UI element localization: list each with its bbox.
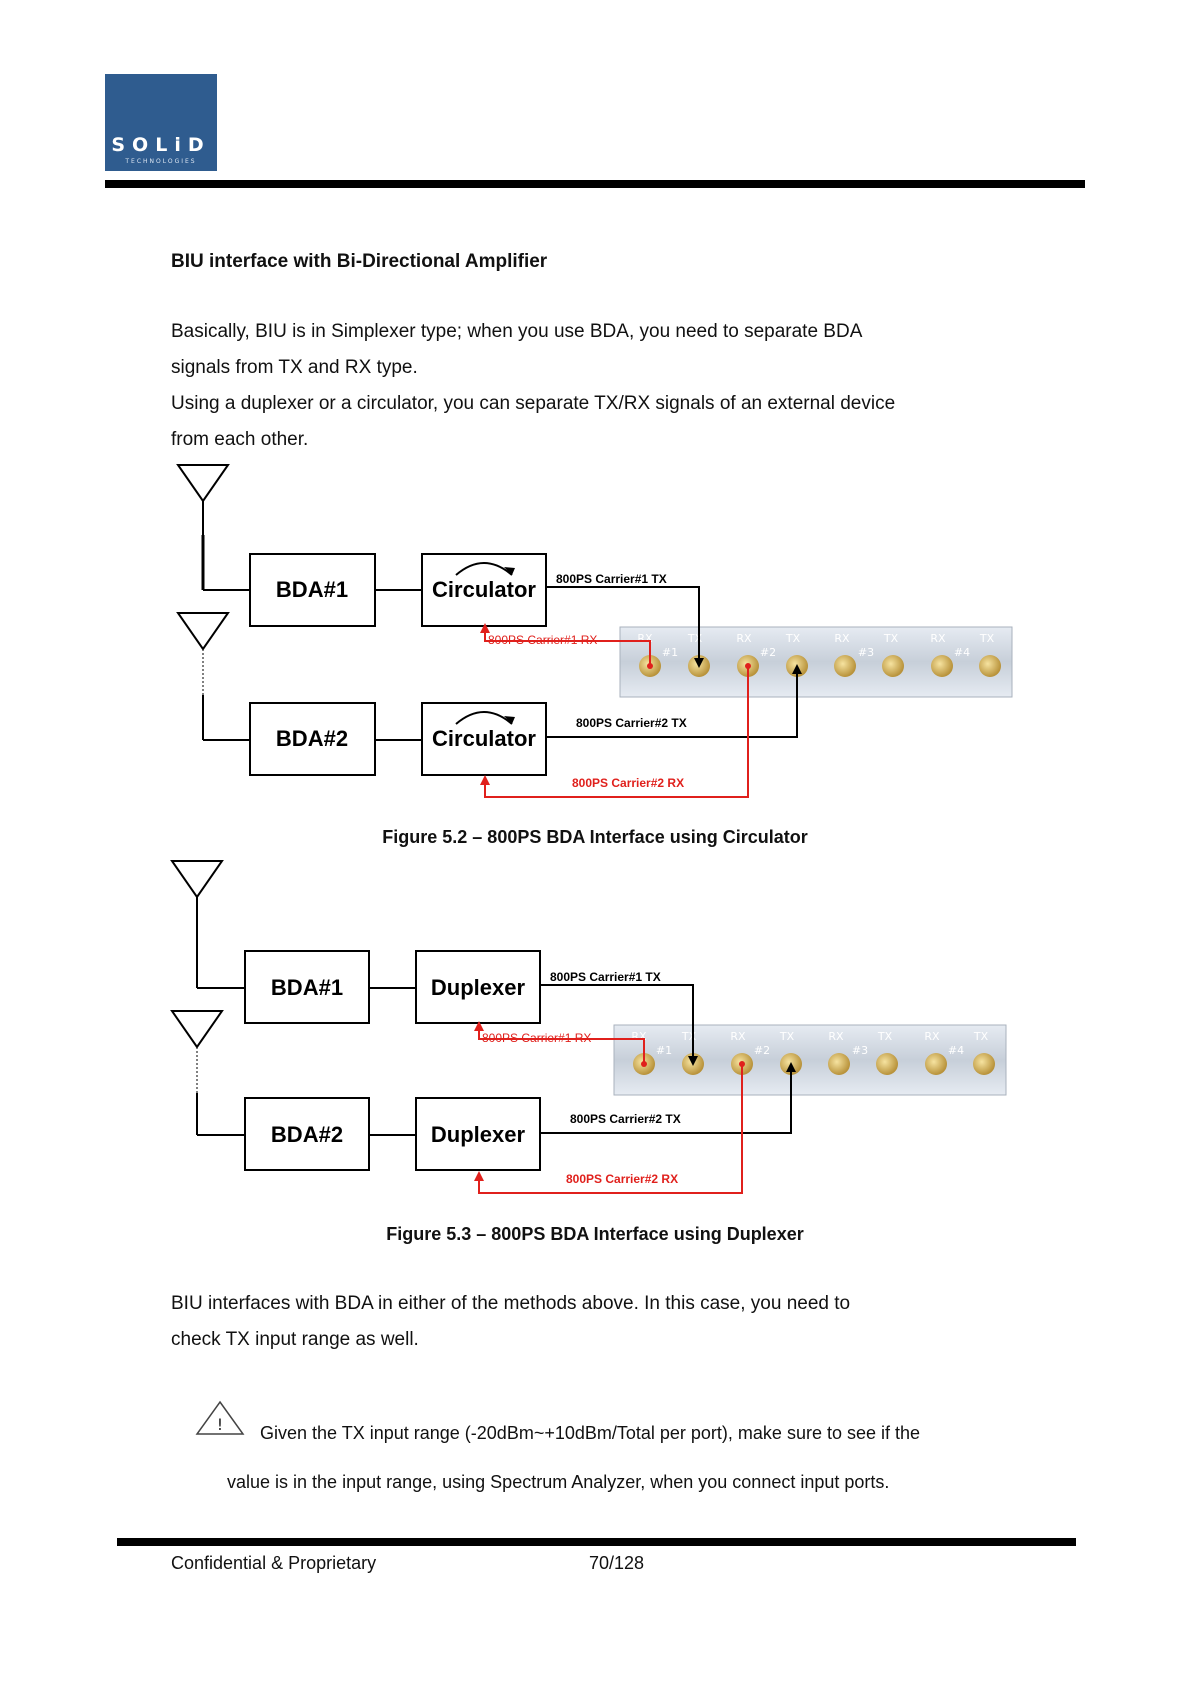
svg-text:#2: #2 [754, 1044, 770, 1057]
bda2-label: BDA#2 [271, 1122, 343, 1147]
svg-text:TX: TX [877, 1030, 893, 1043]
svg-text:RX: RX [736, 632, 752, 645]
duplexer1-label: Duplexer [431, 975, 526, 1000]
logo-name: SOLiD [111, 134, 211, 156]
svg-text:#4: #4 [948, 1044, 964, 1057]
page-number: 70/128 [589, 1553, 645, 1573]
logo-subtitle: TECHNOLOGIES [125, 158, 197, 165]
duplexer1-box [415, 950, 541, 1024]
intro-line-3: Using a duplexer or a circulator, you ca… [171, 393, 896, 414]
intro-line-4: from each other. [171, 429, 309, 450]
carrier1-tx-label: 800PS Carrier#1 TX [550, 970, 661, 984]
bda1-box [249, 553, 376, 627]
circulator-diagram: BDA#1 BDA#2 Circulator Circulator RX TX … [176, 464, 1013, 798]
intro-line-2: signals from TX and RX type. [171, 357, 418, 378]
bda1-box [244, 950, 370, 1024]
bda2-box [249, 702, 376, 776]
svg-text:RX: RX [924, 1030, 940, 1043]
bda1-label: BDA#1 [276, 577, 348, 602]
svg-text:#1: #1 [662, 646, 678, 659]
svg-text:TX: TX [979, 632, 995, 645]
figure-5-3-caption: Figure 5.3 – 800PS BDA Interface using D… [386, 1224, 804, 1244]
carrier2-tx-label: 800PS Carrier#2 TX [570, 1112, 681, 1126]
svg-text:RX: RX [730, 1030, 746, 1043]
svg-text:TX: TX [779, 1030, 795, 1043]
figure-circulator: BDA#1 BDA#2 Circulator Circulator RX TX … [0, 455, 1190, 825]
svg-text:TX: TX [973, 1030, 989, 1043]
figure-duplexer: BDA#1 BDA#2 Duplexer Duplexer RX TX #1 R… [0, 853, 1190, 1223]
carrier1-tx-label: 800PS Carrier#1 TX [556, 572, 667, 586]
footer-confidential: Confidential & Proprietary [171, 1553, 377, 1573]
figure-5-2-caption: Figure 5.2 – 800PS BDA Interface using C… [382, 827, 808, 847]
note-line-2: value is in the input range, using Spect… [227, 1472, 890, 1492]
bda2-label: BDA#2 [276, 726, 348, 751]
svg-text:#1: #1 [656, 1044, 672, 1057]
biu-panel [613, 1024, 1007, 1096]
circulator2-label: Circulator [432, 726, 536, 751]
header-rule [105, 180, 1085, 188]
carrier1-rx-label: 800PS Carrier#1 RX [482, 1031, 591, 1045]
svg-text:#3: #3 [858, 646, 874, 659]
biu-connectors [639, 655, 1001, 677]
svg-text:TX: TX [883, 632, 899, 645]
carrier2-rx-label: 800PS Carrier#2 RX [566, 1172, 678, 1186]
svg-text:TX: TX [785, 632, 801, 645]
carrier2-rx-label: 800PS Carrier#2 RX [572, 776, 684, 790]
antenna-3-icon [170, 860, 224, 899]
circulator2-arrow-icon [455, 711, 513, 725]
bda2-box [244, 1097, 370, 1171]
svg-text:#2: #2 [760, 646, 776, 659]
biu-panel [619, 626, 1013, 698]
intro-line-1: Basically, BIU is in Simplexer type; whe… [171, 321, 863, 342]
bda1-label: BDA#1 [271, 975, 343, 1000]
svg-text:TX: TX [681, 1030, 697, 1043]
carrier2-tx-label: 800PS Carrier#2 TX [576, 716, 687, 730]
outro-paragraph: BIU interfaces with BDA in either of the… [171, 1286, 1021, 1358]
svg-text:#3: #3 [852, 1044, 868, 1057]
outro-line-1: BIU interfaces with BDA in either of the… [171, 1293, 851, 1314]
svg-text:TX: TX [687, 632, 703, 645]
duplexer-diagram: BDA#1 BDA#2 Duplexer Duplexer RX TX #1 R… [170, 860, 1007, 1194]
svg-text:RX: RX [828, 1030, 844, 1043]
intro-paragraph: Basically, BIU is in Simplexer type; whe… [171, 314, 1021, 458]
circulator2-box [421, 702, 547, 776]
svg-text:RX: RX [930, 632, 946, 645]
note-line-1: Given the TX input range (-20dBm~+10dBm/… [260, 1423, 921, 1443]
duplexer2-box [415, 1097, 541, 1171]
biu-connectors [633, 1053, 995, 1075]
svg-text:#4: #4 [954, 646, 970, 659]
circulator1-label: Circulator [432, 577, 536, 602]
svg-text:RX: RX [834, 632, 850, 645]
antenna-4-icon [170, 1010, 224, 1049]
footer-rule [117, 1538, 1076, 1546]
circulator1-arrow-icon [455, 562, 513, 576]
svg-text:!: ! [217, 1415, 223, 1434]
antenna-1-icon [176, 464, 230, 503]
section-heading: BIU interface with Bi-Directional Amplif… [171, 251, 548, 272]
duplexer2-label: Duplexer [431, 1122, 526, 1147]
outro-line-2: check TX input range as well. [171, 1329, 419, 1350]
company-logo: SOLiD TECHNOLOGIES [105, 74, 217, 171]
carrier1-rx-label: 800PS Carrier#1 RX [488, 633, 597, 647]
antenna-2-icon [176, 612, 230, 651]
warning-icon: ! [195, 1400, 245, 1435]
